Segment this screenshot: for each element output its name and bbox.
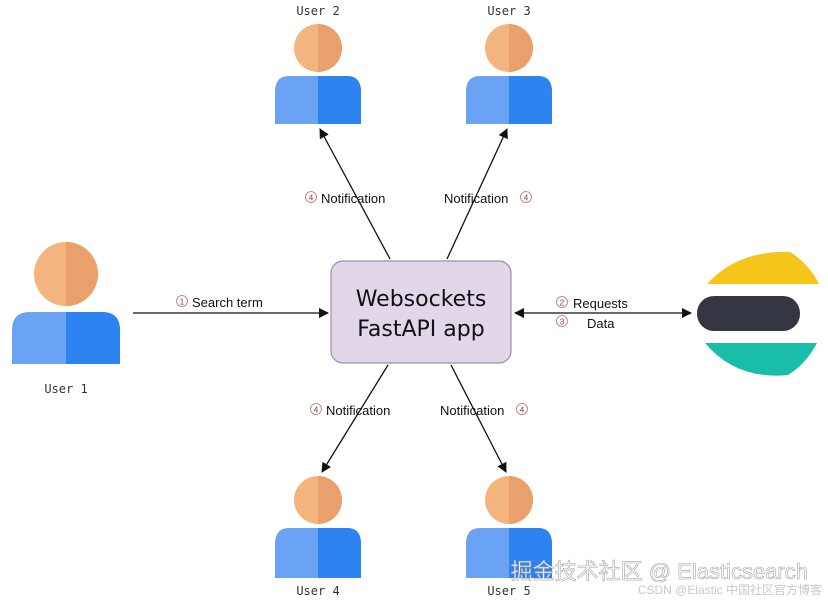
watermark-sub: CSDN @Elastic 中国社区官方博客 <box>638 582 822 597</box>
edge-label-text: Requests <box>573 296 628 311</box>
es-logo-teal <box>705 343 817 376</box>
user-icon <box>275 24 361 124</box>
step-number: 1 <box>180 298 185 307</box>
app-title-line2: FastAPI app <box>357 317 484 342</box>
user-1-label: User 1 <box>44 382 87 396</box>
notify-arrow-user3 <box>446 128 508 260</box>
edge-label-text: Notification <box>440 403 504 418</box>
user-4: User 4 <box>275 476 361 598</box>
step-number: 4 <box>309 194 314 203</box>
user-1: User 1 <box>12 242 120 396</box>
watermark: 掘金技术社区 @ Elasticsearch CSDN @Elastic 中国社… <box>510 559 822 597</box>
edge-label-text: Search term <box>192 295 263 310</box>
user-4-label: User 4 <box>296 584 339 598</box>
step-number: 4 <box>520 406 525 415</box>
fastapi-app-node: Websockets FastAPI app <box>330 260 512 364</box>
data-label: 3 Data <box>556 315 615 331</box>
step-badge <box>520 191 532 203</box>
notify-arrow-user4 <box>321 364 389 473</box>
step-number: 3 <box>560 318 565 327</box>
notification-label-user5: Notification 4 <box>440 403 528 418</box>
notification-label-user2: 4 Notification <box>305 191 385 206</box>
user-icon <box>275 476 361 578</box>
user-2-label: User 2 <box>296 4 339 18</box>
es-logo-yellow <box>707 251 819 284</box>
user-5: User 5 <box>466 476 552 598</box>
step-badge <box>516 403 528 415</box>
step-badge <box>556 296 568 308</box>
step-badge <box>310 403 322 415</box>
notification-label-user3: Notification 4 <box>444 191 532 206</box>
step-number: 2 <box>560 299 565 308</box>
user-3-label: User 3 <box>487 4 530 18</box>
search-term-label: 1 Search term <box>176 295 263 310</box>
step-number: 4 <box>314 406 319 415</box>
step-badge <box>556 315 568 327</box>
user-3: User 3 <box>466 4 552 124</box>
user-5-label: User 5 <box>487 584 530 598</box>
notify-arrow-user5 <box>450 364 507 473</box>
elasticsearch-logo <box>697 251 819 376</box>
step-number: 4 <box>524 194 529 203</box>
step-badge <box>176 295 188 307</box>
step-badge <box>305 191 317 203</box>
app-title-line1: Websockets <box>356 287 487 312</box>
edge-label-text: Notification <box>326 403 390 418</box>
es-logo-dark <box>697 296 800 331</box>
user-icon <box>466 476 552 578</box>
notify-arrow-user2 <box>319 128 391 260</box>
edge-label-text: Notification <box>321 191 385 206</box>
watermark-main: 掘金技术社区 @ Elasticsearch <box>511 559 808 584</box>
user-2: User 2 <box>275 4 361 124</box>
requests-label: 2 Requests <box>556 296 628 311</box>
notification-label-user4: 4 Notification <box>310 403 390 418</box>
user-icon <box>466 24 552 124</box>
edge-label-text: Notification <box>444 191 508 206</box>
edge-label-text: Data <box>587 316 615 331</box>
app-box <box>330 260 512 364</box>
user-icon <box>12 242 120 364</box>
